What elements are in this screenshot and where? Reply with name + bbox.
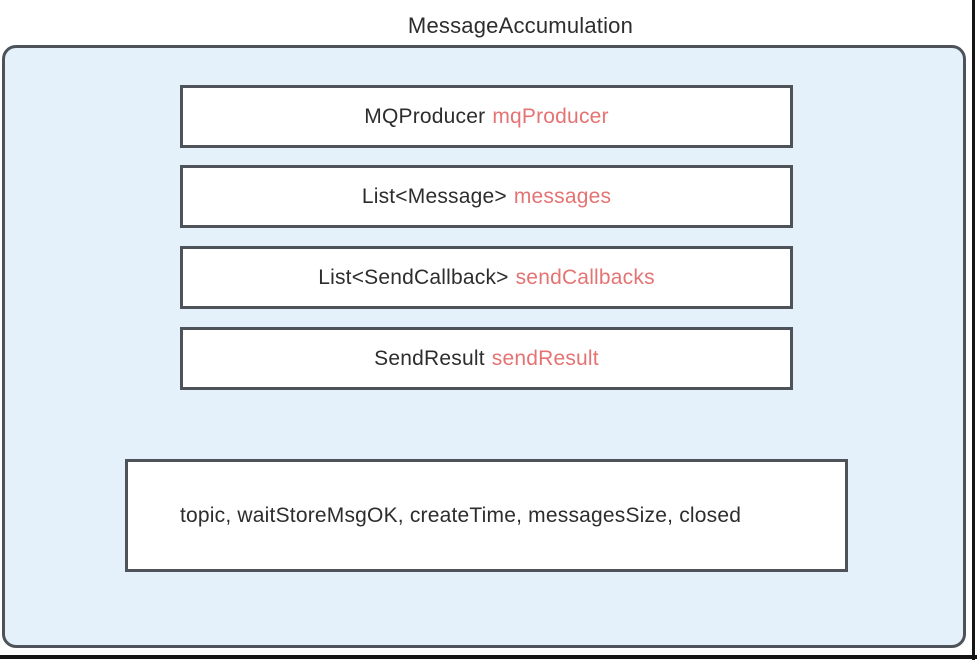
field-box-sendcallbacks: List<SendCallback> sendCallbacks — [180, 246, 793, 309]
field-type: SendResult — [374, 346, 485, 370]
diagram-title: MessageAccumulation — [407, 13, 634, 38]
other-fields-label: topic, waitStoreMsgOK, createTime, messa… — [180, 503, 742, 527]
other-fields-box: topic, waitStoreMsgOK, createTime, messa… — [125, 459, 848, 572]
field-box-messages: List<Message> messages — [180, 165, 793, 228]
field-type: MQProducer — [364, 104, 486, 128]
field-name: sendResult — [491, 346, 599, 370]
field-type: List<Message> — [361, 184, 507, 208]
field-name: sendCallbacks — [515, 265, 655, 289]
field-box-mqproducer: MQProducer mqProducer — [180, 85, 793, 148]
class-container: MQProducer mqProducer List<Message> mess… — [2, 45, 966, 648]
field-type: List<SendCallback> — [318, 265, 509, 289]
capture-edge-right — [972, 0, 975, 660]
capture-edge-bottom — [0, 655, 977, 659]
field-name: messages — [513, 184, 612, 208]
field-name: mqProducer — [492, 104, 609, 128]
field-box-sendresult: SendResult sendResult — [180, 327, 793, 390]
